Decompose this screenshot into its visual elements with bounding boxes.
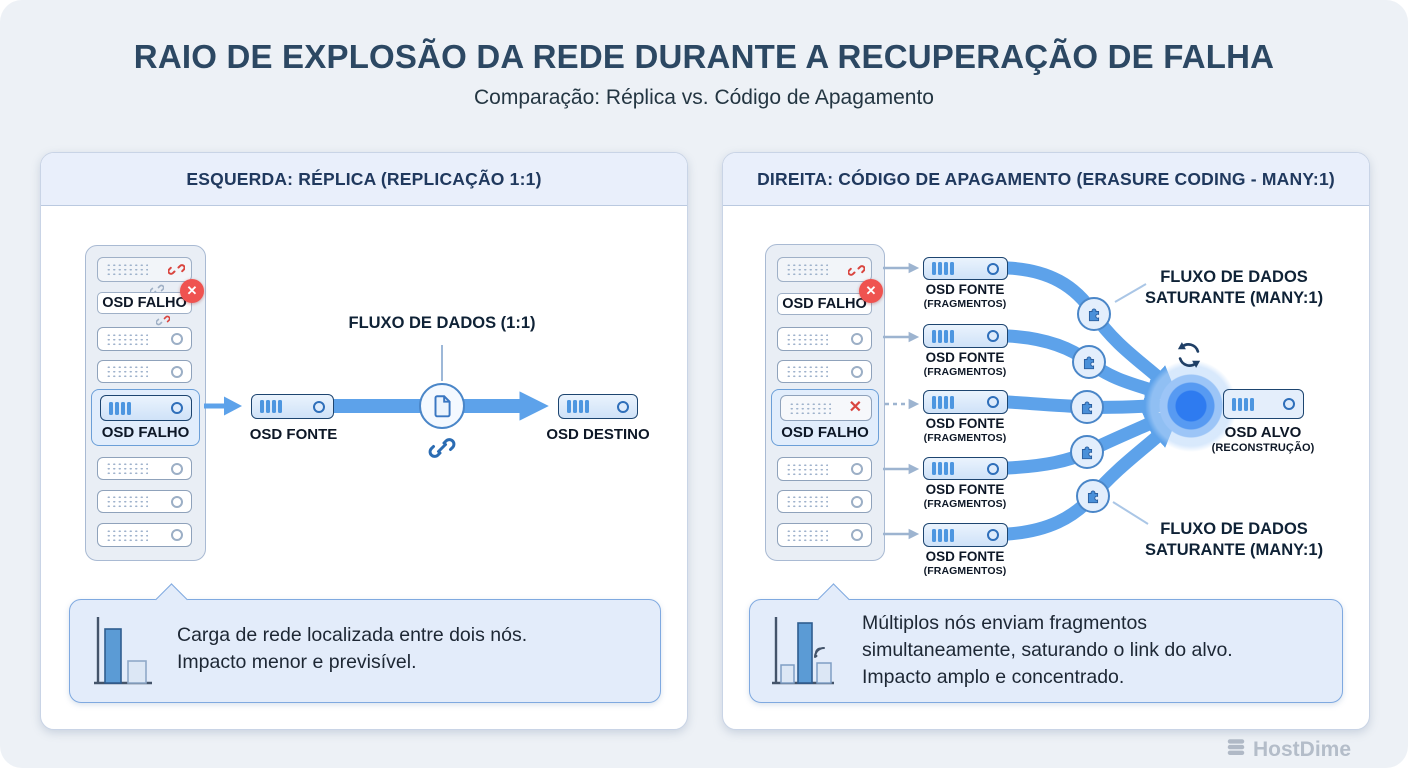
osd-fonte-label-1: OSD FONTE(FRAGMENTOS) bbox=[923, 282, 1007, 310]
server-failed-mid: ✕ bbox=[780, 395, 872, 421]
osd-fonte-label-3: OSD FONTE(FRAGMENTOS) bbox=[923, 416, 1007, 444]
flow-label-saturating-top: FLUXO DE DADOS SATURANTE (MANY:1) bbox=[1144, 268, 1324, 307]
source-osd-highlight: OSD FALHO bbox=[91, 389, 200, 446]
server-osd-fonte-1 bbox=[923, 257, 1008, 280]
server-osd-fonte-3 bbox=[923, 390, 1008, 414]
broken-chain-icon bbox=[155, 314, 171, 332]
server-osd-destino bbox=[558, 394, 638, 419]
note-line: Múltiplos nós enviam fragmentos bbox=[862, 612, 1148, 634]
osd-alvo-label: OSD ALVO (RECONSTRUÇÃO) bbox=[1211, 424, 1315, 454]
osd-fonte-label-5: OSD FONTE(FRAGMENTOS) bbox=[923, 549, 1007, 577]
note-line: Impacto amplo e concentrado. bbox=[862, 666, 1125, 688]
replica-note-text: Carga de rede localizada entre dois nós.… bbox=[177, 622, 527, 676]
fragment-puzzle-icon bbox=[1072, 345, 1106, 379]
brand-name: HostDime bbox=[1253, 738, 1352, 761]
note-line: simultaneamente, saturando o link do alv… bbox=[862, 639, 1233, 661]
osd-rack-right: ✕ OSD FALHO ✕ OSD FALHO bbox=[765, 244, 885, 561]
activity-bars-icon bbox=[567, 400, 589, 413]
note-line: Impacto menor e previsível. bbox=[177, 651, 417, 673]
fragment-puzzle-icon bbox=[1070, 435, 1104, 469]
link-chain-icon bbox=[427, 433, 457, 468]
broken-link-icon bbox=[847, 262, 866, 284]
hostdime-stack-icon bbox=[1225, 736, 1247, 764]
panel-erasure-coding: DIREITA: CÓDIGO DE APAGAMENTO (ERASURE C… bbox=[722, 152, 1370, 730]
bar-chart-signal-icon bbox=[768, 613, 840, 694]
panel-replica-header: ESQUERDA: RÉPLICA (REPLICAÇÃO 1:1) bbox=[41, 153, 687, 206]
fragment-puzzle-icon bbox=[1070, 390, 1104, 424]
server-osd-alvo bbox=[1223, 389, 1304, 419]
server-osd-fonte bbox=[251, 394, 334, 419]
fragment-puzzle-icon bbox=[1077, 297, 1111, 331]
server-idle bbox=[777, 327, 872, 351]
red-x-icon: ✕ bbox=[848, 399, 862, 416]
server-idle bbox=[777, 457, 872, 481]
server-idle bbox=[97, 523, 192, 547]
document-icon bbox=[419, 383, 465, 429]
note-line: Carga de rede localizada entre dois nós. bbox=[177, 624, 528, 646]
replica-note: Carga de rede localizada entre dois nós.… bbox=[69, 583, 661, 703]
server-idle bbox=[97, 457, 192, 480]
server-idle bbox=[97, 490, 192, 513]
server-osd-fonte-2 bbox=[923, 324, 1008, 348]
replication-flow-lines bbox=[204, 345, 549, 421]
page-title: RAIO DE EXPLOSÃO DA REDE DURANTE A RECUP… bbox=[133, 38, 1275, 75]
osd-fonte-label-2: OSD FONTE(FRAGMENTOS) bbox=[923, 350, 1007, 378]
osd-fonte-label-4: OSD FONTE(FRAGMENTOS) bbox=[923, 482, 1007, 510]
erasure-note: Múltiplos nós enviam fragmentos simultan… bbox=[749, 583, 1343, 703]
flow-label-1to1: FLUXO DE DADOS (1:1) bbox=[348, 314, 536, 332]
server-failed-top bbox=[97, 257, 192, 282]
activity-bars-icon bbox=[109, 401, 131, 415]
server-idle bbox=[97, 327, 192, 351]
failed-osd-label: OSD FALHO bbox=[97, 292, 192, 314]
fragment-puzzle-icon bbox=[1076, 479, 1110, 513]
failed-osd-highlight: ✕ OSD FALHO bbox=[771, 389, 879, 446]
failed-osd-label: OSD FALHO bbox=[781, 424, 869, 441]
server-source bbox=[100, 395, 192, 421]
broken-link-icon bbox=[167, 261, 186, 283]
failed-osd-label: OSD FALHO bbox=[777, 293, 872, 315]
server-osd-fonte-4 bbox=[923, 457, 1008, 480]
activity-bars-icon bbox=[260, 400, 282, 413]
source-osd-label: OSD FALHO bbox=[101, 424, 190, 441]
bar-chart-icon bbox=[90, 613, 156, 694]
server-failed-top bbox=[777, 257, 872, 282]
server-osd-fonte-5 bbox=[923, 523, 1008, 547]
brand-logo: HostDime bbox=[1225, 736, 1351, 764]
osd-rack-left: ✕ OSD FALHO OSD FALHO bbox=[85, 245, 206, 561]
failure-x-badge: ✕ bbox=[180, 279, 204, 303]
server-idle bbox=[777, 360, 872, 383]
failure-x-badge: ✕ bbox=[859, 279, 883, 303]
server-idle bbox=[777, 523, 872, 547]
server-idle bbox=[777, 490, 872, 513]
server-idle bbox=[97, 360, 192, 383]
erasure-note-text: Múltiplos nós enviam fragmentos simultan… bbox=[862, 610, 1233, 691]
sync-rebuild-icon bbox=[1173, 339, 1205, 376]
osd-fonte-label: OSD FONTE bbox=[249, 426, 338, 443]
osd-destino-label: OSD DESTINO bbox=[546, 426, 650, 443]
panel-replica: ESQUERDA: RÉPLICA (REPLICAÇÃO 1:1) ✕ OSD… bbox=[40, 152, 688, 730]
panel-erasure-header: DIREITA: CÓDIGO DE APAGAMENTO (ERASURE C… bbox=[723, 153, 1369, 206]
server-dots bbox=[106, 263, 148, 276]
page-subtitle: Comparação: Réplica vs. Código de Apagam… bbox=[474, 86, 934, 109]
flow-label-saturating-bottom: FLUXO DE DADOS SATURANTE (MANY:1) bbox=[1144, 520, 1324, 559]
